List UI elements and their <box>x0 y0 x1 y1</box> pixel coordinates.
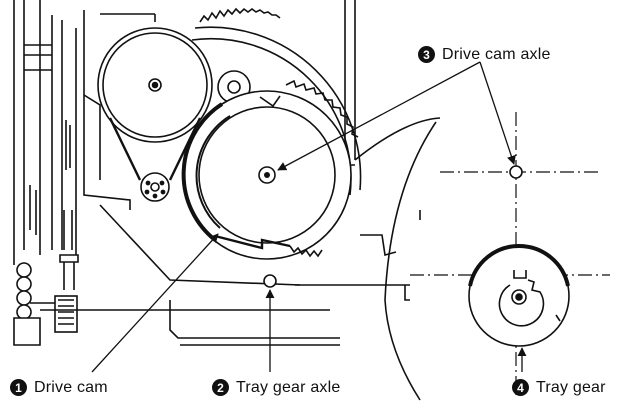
leader-drive-cam-axle-1 <box>277 61 481 171</box>
callout-number: 2 <box>212 379 229 396</box>
tray-gear <box>468 243 570 347</box>
drive-belt <box>108 117 202 181</box>
drive-cam-axle-point <box>509 165 523 179</box>
callout-label: Tray gear axle <box>236 378 341 396</box>
pulley <box>97 27 213 143</box>
tray-arm <box>354 117 441 401</box>
leader-drive-cam-axle-2 <box>479 61 516 165</box>
callout-tray-gear: 4 Tray gear <box>512 379 606 396</box>
callout-label: Tray gear <box>536 378 606 396</box>
callout-tray-gear-axle: 2 Tray gear axle <box>212 379 340 396</box>
leader-lines <box>91 61 527 373</box>
motor-pulley <box>140 172 170 202</box>
leader-drive-cam <box>91 233 219 373</box>
callout-label: Drive cam <box>34 378 108 396</box>
left-chassis-frame <box>13 0 79 290</box>
callout-label: Drive cam axle <box>442 45 551 63</box>
ball-stack <box>16 262 32 320</box>
callout-drive-cam: 1 Drive cam <box>10 379 108 396</box>
callout-number: 4 <box>512 379 529 396</box>
callout-number: 3 <box>418 46 435 63</box>
tray-gear-axle <box>263 274 277 288</box>
callout-drive-cam-axle: 3 Drive cam axle <box>418 46 551 63</box>
worm-shaft <box>13 295 330 346</box>
drive-cam <box>181 90 352 260</box>
callout-number: 1 <box>10 379 27 396</box>
base-plate <box>169 284 410 346</box>
